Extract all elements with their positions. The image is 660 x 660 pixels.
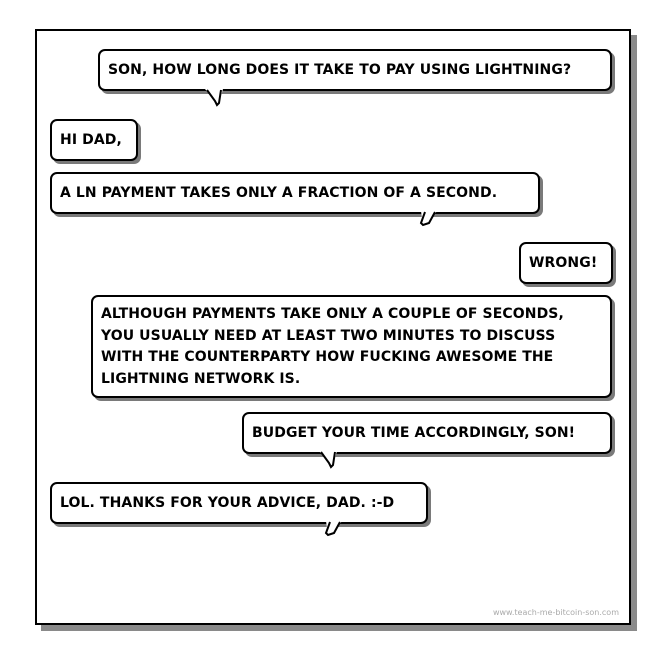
comic-panel: SON, HOW LONG DOES IT TAKE TO PAY USING … [35, 29, 631, 625]
speech-bubble-dad-explanation: ALTHOUGH PAYMENTS TAKE ONLY A COUPLE OF … [91, 295, 612, 398]
bubble-tail [324, 521, 342, 537]
bubble-text: BUDGET YOUR TIME ACCORDINGLY, SON! [252, 425, 576, 441]
bubble-text: HI DAD, [60, 132, 122, 148]
bubble-text: ALTHOUGH PAYMENTS TAKE ONLY A COUPLE OF … [101, 306, 564, 387]
speech-bubble-dad-question: SON, HOW LONG DOES IT TAKE TO PAY USING … [98, 49, 612, 91]
bubble-text: A LN PAYMENT TAKES ONLY A FRACTION OF A … [60, 185, 498, 201]
bubble-tail [419, 211, 437, 227]
bubble-text: SON, HOW LONG DOES IT TAKE TO PAY USING … [108, 62, 572, 78]
website-credit: www.teach-me-bitcoin-son.com [492, 608, 619, 617]
speech-bubble-son-answer: A LN PAYMENT TAKES ONLY A FRACTION OF A … [50, 172, 540, 214]
speech-bubble-son-thanks: LOL. THANKS FOR YOUR ADVICE, DAD. :-D [50, 482, 428, 524]
bubble-text: LOL. THANKS FOR YOUR ADVICE, DAD. :-D [60, 495, 395, 511]
bubble-text: WRONG! [529, 255, 598, 271]
speech-bubble-son-greeting: HI DAD, [50, 119, 138, 161]
bubble-tail [319, 451, 337, 469]
speech-bubble-dad-wrong: WRONG! [519, 242, 613, 284]
speech-bubble-dad-budget: BUDGET YOUR TIME ACCORDINGLY, SON! [242, 412, 612, 454]
bubble-tail [205, 89, 223, 107]
